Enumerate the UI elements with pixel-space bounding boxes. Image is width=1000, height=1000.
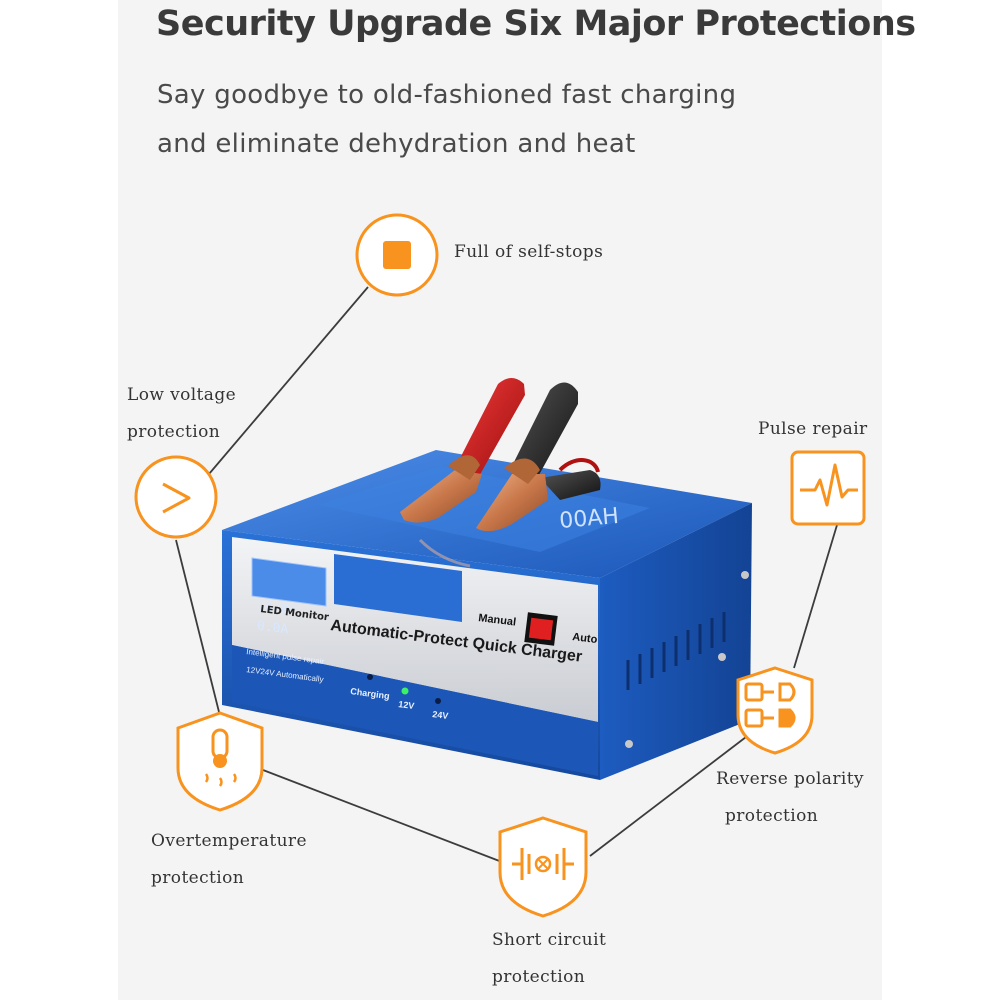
led-24v: [435, 698, 441, 704]
screw: [625, 740, 633, 748]
battery-short-icon: [498, 816, 588, 918]
subtitle-line-1: Say goodbye to old-fashioned fast chargi…: [157, 80, 737, 110]
low-voltage-icon: [134, 455, 218, 539]
subtitle-line-2: and eliminate dehydration and heat: [157, 129, 636, 159]
label-low-voltage-2: protection: [127, 422, 221, 442]
connector-lines: [175, 286, 838, 863]
auto-label: Auto: [572, 631, 599, 646]
label-short-circuit-1: Short circuit: [492, 930, 607, 950]
top-label-plate: [318, 466, 650, 552]
screw: [741, 571, 749, 579]
front-lower-strip: [232, 645, 598, 776]
label-reverse-polarity-2: protection: [725, 806, 819, 826]
red-clamp: [400, 378, 525, 523]
label-overtemperature-2: protection: [151, 868, 245, 888]
lcd-voltage: 14.8V: [257, 599, 296, 619]
lcd-screen: [251, 557, 327, 607]
mode-switch-rocker: [528, 617, 554, 641]
label-24v: 24V: [432, 709, 449, 721]
charging-led: [367, 674, 373, 680]
cable: [558, 458, 600, 473]
pulse-icon: [790, 450, 866, 526]
label-self-stops: Full of self-stops: [454, 242, 604, 262]
black-clamp: [476, 382, 601, 532]
side-vents: [626, 612, 726, 690]
label-12v: 12V: [398, 699, 415, 711]
battery-charger: 00AH 14.8V 0.0A LED Monitor: [222, 378, 752, 780]
plug-polarity-icon: [736, 666, 814, 755]
label-pulse-repair: Pulse repair: [758, 419, 868, 439]
manual-label: Manual: [478, 612, 517, 629]
thermometer-icon: [176, 711, 264, 812]
top-label-text: 00AH: [558, 504, 620, 534]
page-title: Security Upgrade Six Major Protections: [156, 4, 916, 44]
stop-square-icon: [355, 213, 439, 297]
led-12v: [401, 687, 409, 695]
label-short-circuit-2: protection: [492, 967, 586, 987]
lcd-current: 0.0A: [257, 619, 288, 638]
label-low-voltage-1: Low voltage: [127, 385, 237, 405]
label-reverse-polarity-1: Reverse polarity: [716, 769, 864, 789]
front-window: [334, 554, 462, 622]
screw: [718, 653, 726, 661]
label-overtemperature-1: Overtemperature: [151, 831, 307, 851]
